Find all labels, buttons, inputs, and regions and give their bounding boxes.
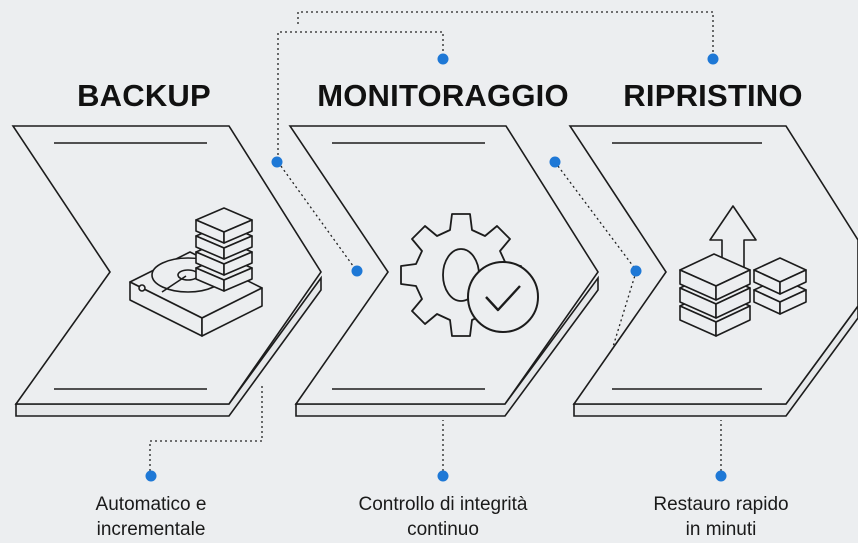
dot-caption-ripristino	[715, 470, 727, 482]
gear-with-checkmark-icon	[400, 213, 539, 337]
dot-backup-upper	[271, 156, 283, 168]
stage-title-backup: BACKUP	[77, 78, 211, 113]
stage-caption-backup: Automatico e incrementale	[31, 492, 271, 542]
dot-top-ripristino	[707, 53, 719, 65]
connector-lines	[149, 11, 722, 476]
caption-line-1: Automatico e	[95, 494, 207, 515]
dot-monitoraggio-tip	[351, 265, 363, 277]
restore-arrow-with-blocks-icon	[679, 205, 807, 337]
dot-caption-backup	[145, 470, 157, 482]
caption-line-2: in minuti	[685, 519, 757, 540]
connector-top-to-ripristino	[297, 11, 714, 58]
connector-backup-to-monitoraggio	[277, 161, 357, 271]
accent-dots	[145, 53, 727, 482]
caption-line-1: Restauro rapido	[653, 494, 789, 515]
connector-ripristino-edge	[611, 271, 637, 351]
dot-caption-monitoraggio	[437, 470, 449, 482]
caption-line-1: Controllo di integrità	[358, 494, 528, 515]
dot-monitoraggio-upper	[549, 156, 561, 168]
stage-caption-ripristino: Restauro rapido in minuti	[601, 492, 841, 542]
dot-top-monitoraggio	[437, 53, 449, 65]
caption-line-2: continuo	[407, 519, 479, 540]
stage-caption-monitoraggio: Controllo di integrità continuo	[323, 492, 563, 542]
connector-backup-caption	[149, 385, 263, 476]
connector-top-to-monitoraggio	[277, 31, 444, 160]
caption-line-2: incrementale	[96, 519, 206, 540]
hard-drive-with-stacked-blocks-icon	[129, 207, 263, 337]
stage-title-monitoraggio: MONITORAGGIO	[317, 78, 569, 113]
dot-ripristino-tip	[630, 265, 642, 277]
stage-title-ripristino: RIPRISTINO	[623, 78, 803, 113]
